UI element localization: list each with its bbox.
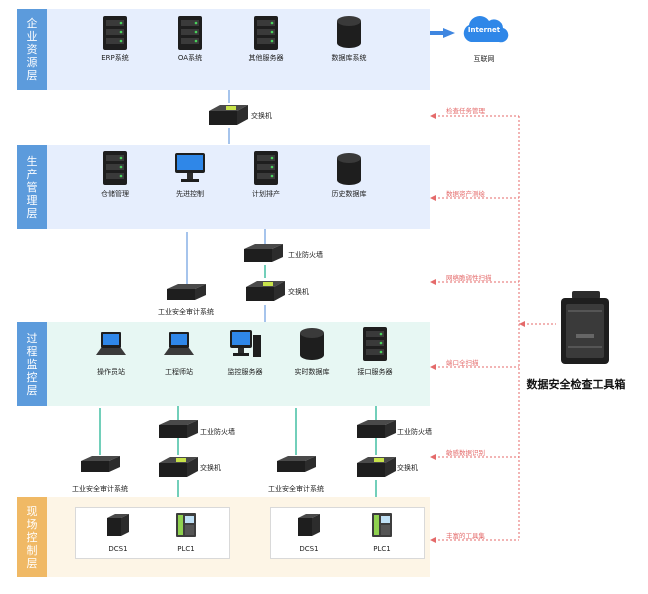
history-database-icon[interactable]: [335, 152, 363, 190]
annotation-arrowheads: [430, 113, 525, 543]
right-switch-icon[interactable]: [354, 455, 398, 485]
annotation-toolset: 丰富的工具集: [446, 532, 485, 540]
scheduling-server-icon[interactable]: [251, 150, 281, 190]
other-server-icon[interactable]: [251, 15, 281, 55]
database-label: 数据库系统: [331, 54, 367, 62]
mid-firewall-label: 工业防火墙: [288, 251, 323, 259]
internet-caption: 互联网: [473, 55, 495, 63]
operator-station-laptop-icon[interactable]: [94, 331, 128, 363]
left-audit-label: 工业安全审计系统: [72, 485, 128, 493]
left-dcs-label: DCS1: [108, 545, 128, 553]
left-firewall-icon[interactable]: [156, 418, 200, 446]
erp-label: ERP系统: [101, 54, 129, 62]
advanced-control-label: 先进控制: [176, 190, 204, 198]
layer-label-enterprise: 企业资源层: [17, 9, 47, 90]
field-group-right: [270, 507, 425, 559]
erp-server-icon[interactable]: [100, 15, 130, 55]
warehouse-server-icon[interactable]: [100, 150, 130, 190]
internet-cloud-icon[interactable]: [459, 14, 509, 50]
monitoring-server-label: 监控服务器: [227, 368, 263, 376]
annotation-vuln-scan: 网络脆弱性扫描: [446, 274, 492, 282]
realtime-database-icon[interactable]: [298, 327, 326, 365]
right-audit-system-icon[interactable]: [274, 455, 318, 479]
annotation-sensitive-data: 敏感数据识别: [446, 449, 485, 457]
interface-server-icon[interactable]: [360, 326, 390, 366]
annotation-port-scan: 端口全扫描: [446, 359, 479, 367]
right-plc-icon[interactable]: [369, 511, 395, 543]
left-audit-system-icon[interactable]: [78, 455, 122, 479]
layer-label-process: 过程监控层: [17, 322, 47, 406]
right-dcs-icon[interactable]: [296, 512, 322, 542]
right-plc-label: PLC1: [373, 545, 391, 553]
top-switch-label: 交换机: [251, 112, 272, 120]
field-group-left: [75, 507, 230, 559]
right-firewall-label: 工业防火墙: [397, 428, 432, 436]
right-audit-label: 工业安全审计系统: [268, 485, 324, 493]
mid-switch-icon[interactable]: [243, 279, 287, 309]
advanced-control-monitor-icon[interactable]: [173, 152, 207, 188]
engineer-station-laptop-icon[interactable]: [162, 331, 196, 363]
left-plc-icon[interactable]: [173, 511, 199, 543]
other-server-label: 其他服务器: [248, 54, 284, 62]
history-database-label: 历史数据库: [331, 190, 367, 198]
mid-audit-system-icon[interactable]: [164, 283, 208, 307]
annotation-task-management: 检查任务管理: [446, 107, 485, 115]
layer-label-production: 生产管理层: [17, 145, 47, 229]
internet-label: Internet: [467, 26, 501, 34]
scheduling-label: 计划排产: [252, 190, 280, 198]
field-links: [99, 405, 377, 506]
internet-arrow: [430, 28, 455, 38]
mid-audit-label: 工业安全审计系统: [158, 308, 214, 316]
left-switch-icon[interactable]: [156, 455, 200, 485]
right-dcs-label: DCS1: [299, 545, 319, 553]
left-firewall-label: 工业防火墙: [200, 428, 235, 436]
layer-label-field: 现场控制层: [17, 497, 47, 577]
interface-server-label: 接口服务器: [357, 368, 393, 376]
operator-station-label: 操作员站: [97, 368, 125, 376]
right-firewall-icon[interactable]: [354, 418, 398, 446]
warehouse-label: 仓储管理: [101, 190, 129, 198]
toolbox-label: 数据安全检查工具箱: [526, 378, 626, 391]
mid-switch-label: 交换机: [288, 288, 309, 296]
engineer-station-label: 工程师站: [165, 368, 193, 376]
annotation-asset-mapping: 数据资产测绘: [446, 190, 485, 198]
oa-label: OA系统: [177, 54, 203, 62]
annotation-lines: [434, 115, 556, 541]
toolbox-case-icon[interactable]: [556, 290, 614, 374]
oa-server-icon[interactable]: [175, 15, 205, 55]
left-plc-label: PLC1: [177, 545, 195, 553]
mid-firewall-icon[interactable]: [241, 242, 285, 270]
monitoring-server-icon[interactable]: [228, 329, 262, 365]
left-switch-label: 交换机: [200, 464, 221, 472]
realtime-database-label: 实时数据库: [294, 368, 330, 376]
left-dcs-icon[interactable]: [105, 512, 131, 542]
top-switch-icon[interactable]: [206, 103, 250, 133]
database-icon[interactable]: [335, 15, 363, 53]
right-switch-label: 交换机: [397, 464, 418, 472]
